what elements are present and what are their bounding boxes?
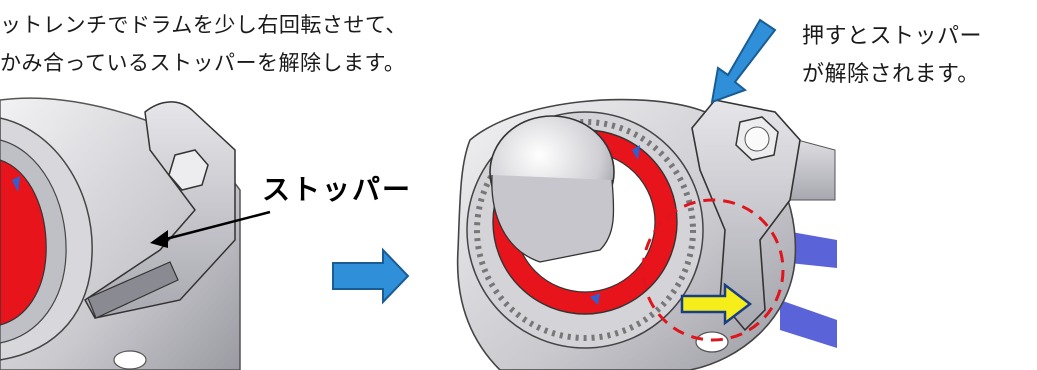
left-hex-bolt [168, 149, 209, 191]
right-shaft-lower [780, 300, 837, 348]
left-mechanism [0, 97, 271, 370]
stopper-callout-line [161, 210, 271, 242]
press-note-line-1: 押すとストッパー [802, 24, 983, 49]
down-left-blue-arrow-icon [710, 18, 777, 104]
right-mechanism [456, 98, 837, 370]
right-drum-marker-bottom [590, 293, 600, 305]
stopper-label: ストッパー [262, 173, 413, 206]
instruction-line-2: かみ合っているストッパーを解除します。 [0, 51, 406, 75]
press-note-line-2: が解除されます。 [802, 62, 980, 87]
right-blue-arrow-icon [332, 247, 410, 305]
release-highlight-circle [641, 198, 785, 342]
right-yellow-arrow-icon [680, 282, 753, 326]
left-red-drum [0, 159, 47, 326]
right-drum-marker-top [632, 145, 640, 160]
instruction-line-1: ットレンチでドラムを少し右回転させて、 [0, 13, 407, 37]
right-stopper-arm [691, 99, 801, 332]
instruction-text: ットレンチでドラムを少し右回転させて、 かみ合っているストッパーを解除します。 [0, 6, 407, 82]
press-note: 押すとストッパー が解除されます。 [802, 18, 982, 94]
stopper-callout-arrowhead [150, 230, 168, 248]
left-drum-marker [12, 176, 20, 192]
